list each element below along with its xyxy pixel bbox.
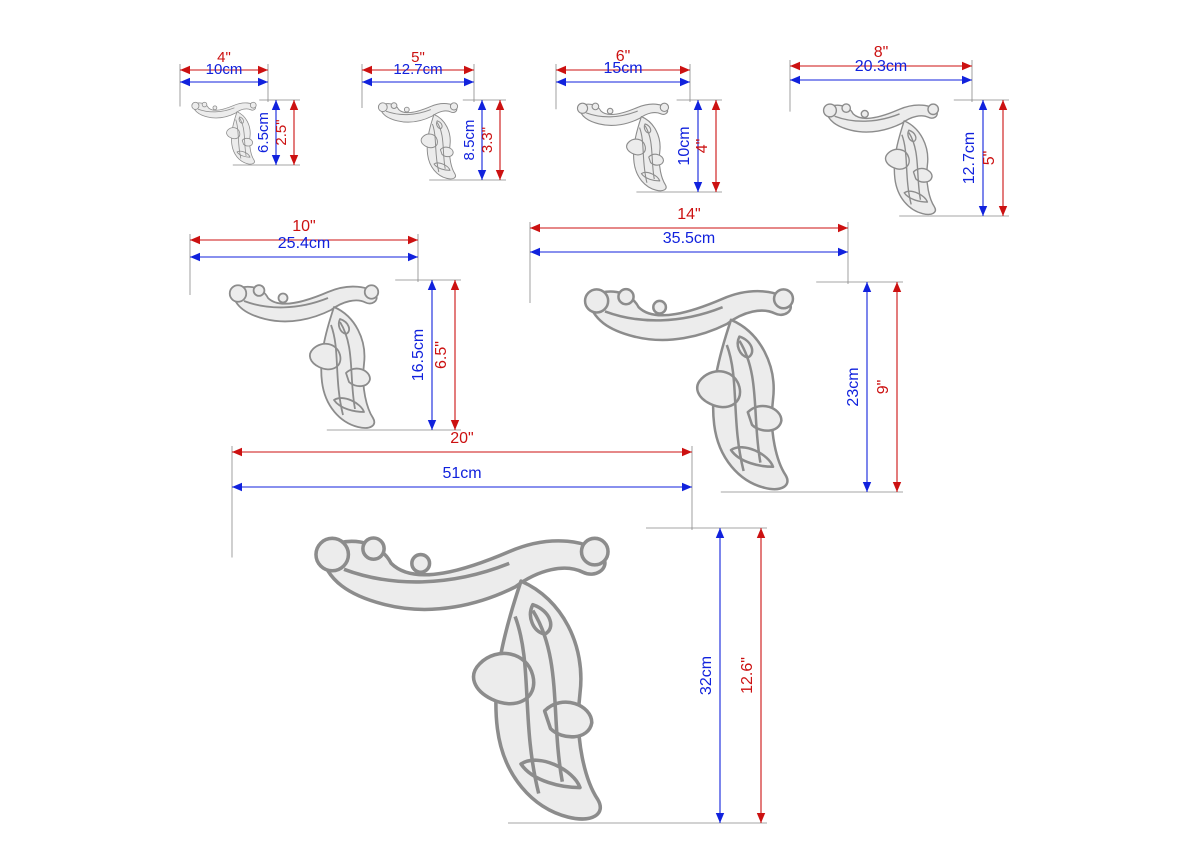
height-inch-label: 4" bbox=[694, 139, 711, 154]
height-inch-arrow bbox=[495, 100, 505, 180]
height-cm-arrow bbox=[862, 282, 872, 492]
width-inch-arrow bbox=[790, 61, 972, 71]
height-cm-label: 23cm bbox=[845, 367, 862, 406]
width-cm-arrow bbox=[790, 75, 972, 85]
width-inch-label: 6" bbox=[616, 48, 631, 65]
corner-ornament-icon bbox=[377, 102, 459, 180]
width-cm-arrow bbox=[190, 252, 418, 262]
height-inch-label: 5" bbox=[981, 151, 998, 166]
width-cm-label: 20.3cm bbox=[855, 58, 907, 75]
ornament-group-5: 10"25.4cm 16.5cm 6.5" bbox=[189, 218, 461, 431]
height-cm-label: 6.5cm bbox=[255, 112, 272, 153]
width-cm-arrow bbox=[362, 77, 474, 87]
width-cm-label: 15cm bbox=[603, 60, 642, 77]
width-cm-arrow bbox=[232, 482, 692, 492]
width-inch-arrow bbox=[190, 235, 418, 245]
height-inch-arrow bbox=[450, 280, 460, 430]
height-cm-label: 16.5cm bbox=[410, 329, 427, 381]
height-cm-arrow bbox=[715, 528, 725, 823]
width-inch-label: 14" bbox=[677, 206, 700, 223]
width-inch-arrow bbox=[232, 447, 692, 457]
corner-ornament-icon bbox=[822, 102, 940, 216]
height-cm-arrow bbox=[978, 100, 988, 216]
height-inch-label: 9" bbox=[875, 380, 892, 395]
height-inch-arrow bbox=[289, 100, 299, 165]
ornament-group-6: 14" 35.5cm 23cm 9" bbox=[529, 206, 903, 493]
height-inch-arrow bbox=[711, 100, 721, 192]
corner-ornament-icon bbox=[191, 101, 257, 165]
height-inch-arrow bbox=[756, 528, 766, 823]
width-cm-label: 10cm bbox=[206, 61, 243, 78]
corner-ornament-icon bbox=[576, 102, 670, 192]
width-cm-label: 12.7cm bbox=[393, 61, 442, 78]
corner-ornament-icon bbox=[583, 287, 795, 492]
width-cm-arrow bbox=[556, 77, 690, 87]
width-cm-label: 35.5cm bbox=[663, 230, 715, 247]
width-inch-arrow bbox=[530, 223, 848, 233]
width-inch-label: 8" bbox=[874, 44, 889, 61]
height-inch-label: 2.5" bbox=[273, 119, 290, 145]
height-cm-label: 12.7cm bbox=[961, 132, 978, 184]
width-cm-label: 51cm bbox=[442, 465, 481, 482]
width-inch-label: 5" bbox=[411, 49, 425, 66]
height-cm-arrow bbox=[477, 100, 487, 180]
height-cm-label: 10cm bbox=[676, 126, 693, 165]
width-inch-label: 4" bbox=[217, 49, 231, 66]
ornament-group-7: 20" 51cm 32cm 12.6" bbox=[231, 430, 767, 824]
width-cm-arrow bbox=[530, 247, 848, 257]
height-cm-arrow bbox=[693, 100, 703, 192]
height-inch-label: 12.6" bbox=[739, 657, 756, 694]
width-inch-arrow bbox=[556, 65, 690, 75]
height-cm-label: 32cm bbox=[698, 656, 715, 695]
width-cm-arrow bbox=[180, 77, 268, 87]
width-inch-arrow bbox=[180, 65, 268, 75]
width-cm-label: 25.4cm bbox=[278, 235, 330, 252]
height-inch-label: 3.3" bbox=[479, 127, 496, 153]
corner-ornament-icon bbox=[316, 538, 608, 819]
height-inch-arrow bbox=[998, 100, 1008, 216]
height-cm-arrow bbox=[271, 100, 281, 165]
width-inch-label: 20" bbox=[450, 430, 473, 447]
corner-ornament-icon bbox=[228, 283, 380, 430]
height-cm-arrow bbox=[427, 280, 437, 430]
width-inch-arrow bbox=[362, 65, 474, 75]
width-inch-label: 10" bbox=[292, 218, 315, 235]
height-cm-label: 8.5cm bbox=[461, 120, 478, 161]
height-inch-label: 6.5" bbox=[433, 341, 450, 369]
height-inch-arrow bbox=[892, 282, 902, 492]
